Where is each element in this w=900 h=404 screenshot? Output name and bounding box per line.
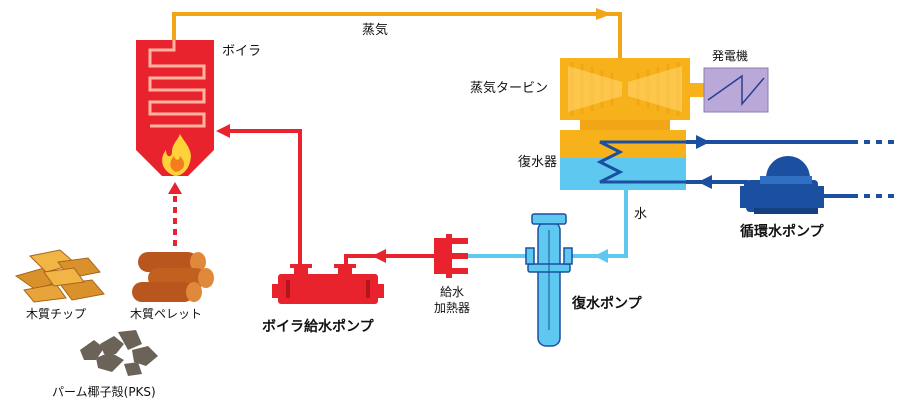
condensate-pump-label: 復水ポンプ <box>571 295 643 312</box>
wood-pellets-icon <box>132 252 214 302</box>
generator <box>703 67 769 113</box>
feedwater-heater <box>434 234 468 278</box>
condensate-pump <box>525 213 573 347</box>
cooling-water-line <box>686 135 894 198</box>
fuel-feed-arrow <box>168 182 182 246</box>
steam-label: 蒸気 <box>362 22 388 38</box>
wood-chips-label: 木質チップ <box>26 306 86 321</box>
steam-turbine <box>560 58 704 130</box>
feedwater-heater-label-2: 加熱器 <box>434 301 470 315</box>
boiler-feed-pump <box>272 264 384 304</box>
pks-label: パーム椰子殻(PKS) <box>52 384 156 399</box>
generator-label: 発電機 <box>712 48 748 63</box>
water-label: 水 <box>634 207 647 222</box>
feed-water-line <box>216 124 434 268</box>
steam-turbine-label: 蒸気タービン <box>470 80 548 96</box>
flame-icon <box>162 134 191 176</box>
feedwater-heater-label-1: 給水 <box>440 285 464 299</box>
pks-icon <box>80 330 158 376</box>
circulating-pump-label: 循環水ポンプ <box>740 223 825 240</box>
boiler <box>136 40 214 176</box>
steam-line <box>172 8 622 60</box>
boiler-feed-pump-label: ボイラ給水ポンプ <box>262 318 375 335</box>
boiler-label: ボイラ <box>222 44 261 59</box>
condenser <box>560 130 686 190</box>
circulating-water-pump <box>740 156 824 214</box>
wood-chips-icon <box>14 249 105 303</box>
wood-pellets-label: 木質ペレット <box>130 306 202 321</box>
condenser-label: 復水器 <box>518 154 557 170</box>
condensate-water-line <box>468 190 628 263</box>
